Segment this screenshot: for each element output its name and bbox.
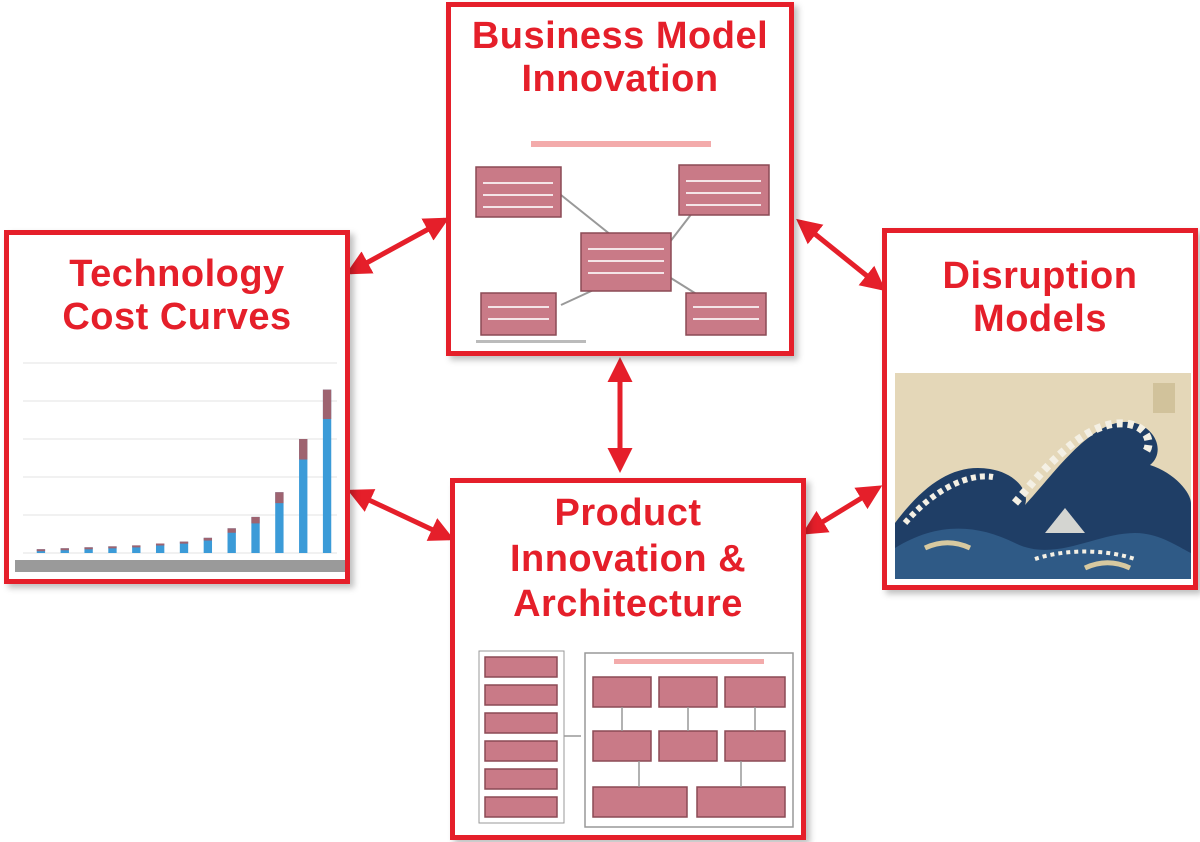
disruption-panel: Disruption Models <box>882 228 1198 590</box>
product-title: Product Innovation & Architecture <box>509 492 747 626</box>
cost-bar-segment <box>179 541 189 544</box>
cost-bar <box>227 528 236 553</box>
business-model-title: Business Model Innovation <box>471 15 769 100</box>
cost-bar-segment <box>322 389 332 420</box>
cost-bar-segment <box>132 545 141 548</box>
cost-bar <box>108 546 117 553</box>
cost-bar <box>132 545 141 553</box>
business-model-panel: Business Model Innovation <box>446 2 794 356</box>
cost-bar <box>203 537 213 553</box>
cost-bar <box>155 543 165 553</box>
cost-bar-segment <box>84 547 93 550</box>
great-wave-image <box>895 373 1191 579</box>
arrow-business-disruption <box>796 218 886 292</box>
cost-bar-segment <box>275 492 284 504</box>
disruption-title: Disruption Models <box>942 255 1138 340</box>
cost-curve-chart-thumbnail <box>15 362 345 572</box>
cost-bar <box>84 547 93 553</box>
arrow-technology-business <box>345 217 450 275</box>
arrow-product-disruption <box>801 485 883 535</box>
cost-bar-segment <box>155 543 165 546</box>
cost-bar-segment <box>299 439 308 460</box>
technology-panel: Technology Cost Curves <box>4 230 350 584</box>
cost-bar <box>299 439 308 553</box>
cost-bar-segment <box>108 546 117 549</box>
cost-bar-segment <box>227 528 236 533</box>
chart-axis-band <box>15 560 345 572</box>
business-model-thumbnail <box>475 141 770 343</box>
cost-bar <box>179 541 189 553</box>
cost-bar-segment <box>36 549 46 552</box>
cost-bar <box>322 389 332 553</box>
technology-title: Technology Cost Curves <box>62 253 292 338</box>
cost-bar <box>275 492 284 553</box>
product-panel: Product Innovation & Architecture <box>450 478 806 840</box>
product-architecture-thumbnail <box>478 650 794 828</box>
cost-bar-segment <box>203 537 213 541</box>
cost-bar <box>60 548 69 553</box>
cost-bar <box>251 516 260 553</box>
cost-bar-segment <box>251 516 260 524</box>
cost-bar-segment <box>60 548 69 551</box>
arrow-technology-product <box>347 489 455 541</box>
